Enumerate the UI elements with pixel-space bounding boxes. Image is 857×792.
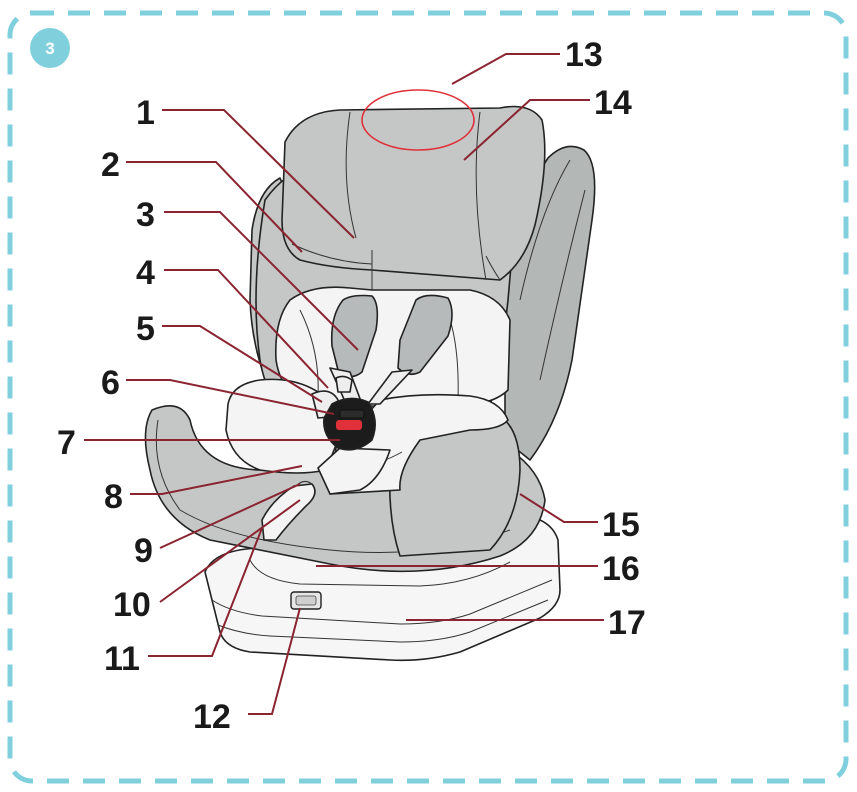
chest-clip	[340, 410, 364, 418]
callout-15: 15	[602, 506, 640, 544]
callout-1: 1	[136, 94, 155, 132]
leader-13	[452, 54, 560, 84]
callout-17: 17	[608, 604, 646, 642]
callout-5: 5	[136, 310, 155, 348]
step-badge: 3	[30, 28, 70, 68]
callout-16: 16	[602, 550, 640, 588]
callout-14: 14	[594, 84, 632, 122]
callout-11: 11	[104, 640, 140, 678]
callout-2: 2	[101, 146, 120, 184]
callout-3: 3	[136, 196, 155, 234]
callout-9: 9	[134, 532, 153, 570]
callout-6: 6	[101, 364, 120, 402]
callout-13: 13	[565, 36, 603, 74]
callout-4: 4	[136, 254, 155, 292]
callout-7: 7	[57, 424, 76, 462]
callout-8: 8	[104, 478, 123, 516]
callout-12: 12	[193, 698, 231, 736]
callout-10: 10	[113, 586, 151, 624]
step-badge-number: 3	[45, 39, 54, 58]
